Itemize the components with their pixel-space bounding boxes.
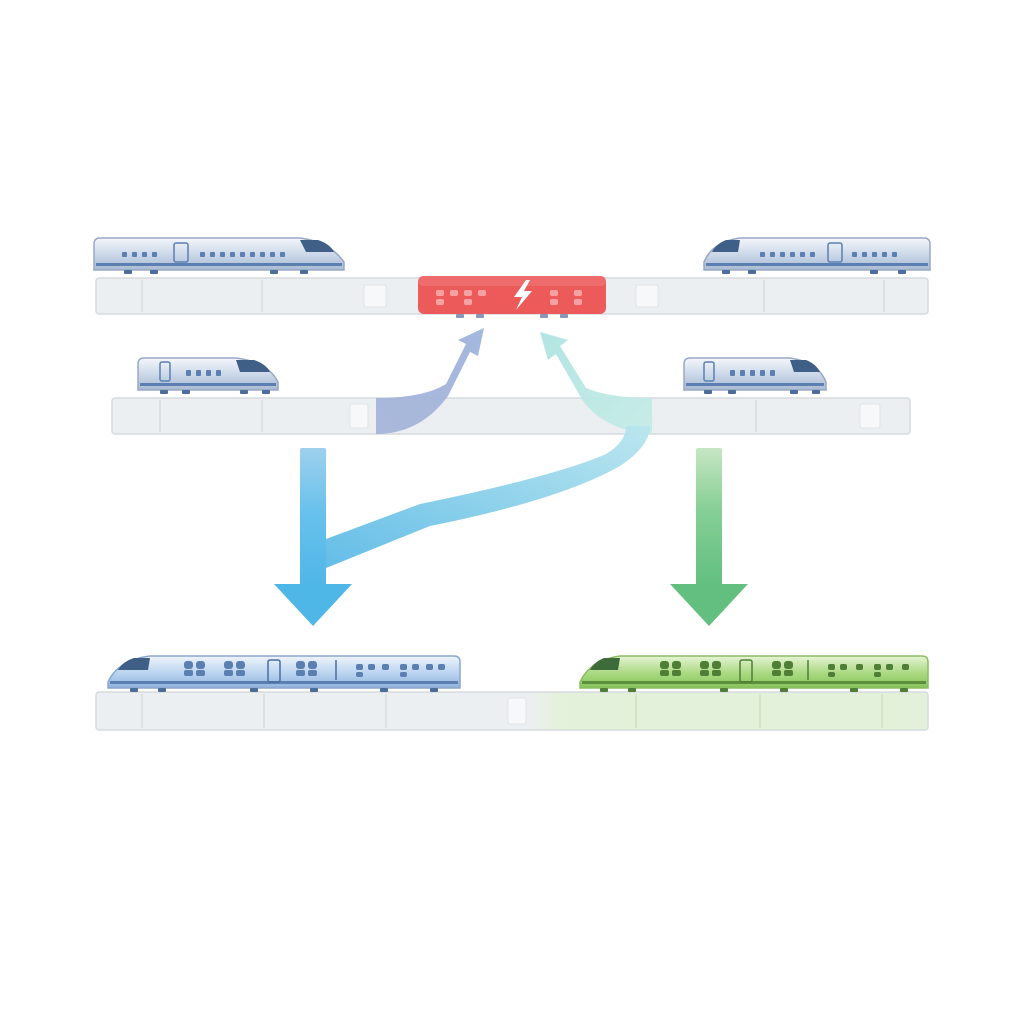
train-top-left [93, 237, 345, 274]
train-mid-left [137, 357, 279, 394]
train-bottom-left [107, 655, 461, 692]
train-mid-right [683, 357, 827, 394]
train-top-right [703, 237, 931, 274]
flow-mid-right-to-fault [540, 332, 652, 434]
fault-track-segment [418, 276, 606, 318]
train-bottom-right [579, 655, 929, 692]
flow-mid-right-diagonal [318, 426, 650, 568]
track-middle [111, 397, 911, 435]
track-bottom [95, 691, 929, 731]
flow-left-down [274, 448, 352, 626]
lightning-bolt-icon [514, 280, 532, 310]
flow-right-down [670, 448, 748, 626]
flow-mid-left-to-fault [376, 328, 484, 434]
